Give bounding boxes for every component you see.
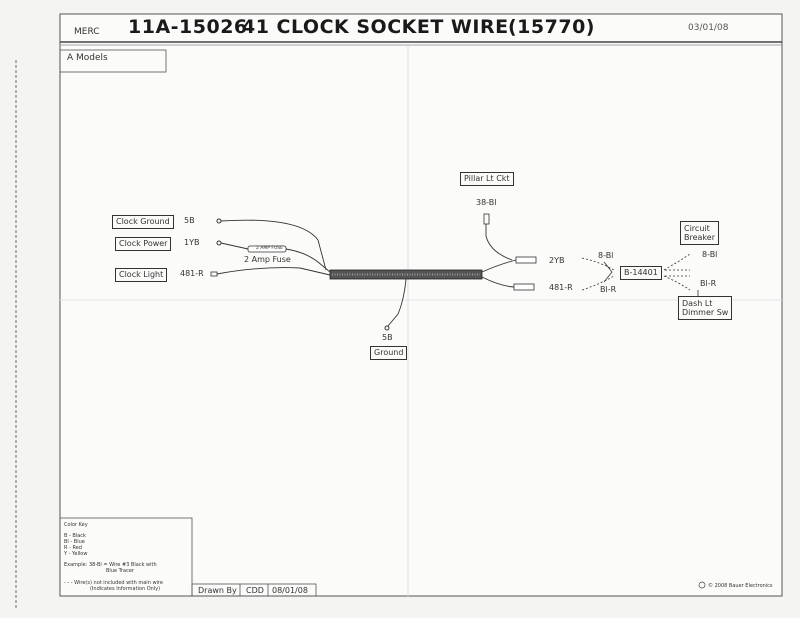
out-top-wire-label: 8-Bl xyxy=(702,250,718,259)
title-block xyxy=(191,583,317,597)
clock-ground-box: Clock Ground xyxy=(112,215,174,229)
header-date: 03/01/08 xyxy=(688,23,729,33)
drawn-by-initials: CDD xyxy=(246,586,264,595)
maker-label: MERC xyxy=(74,27,100,37)
models-label: A Models xyxy=(67,53,108,63)
connector-2yb xyxy=(515,256,537,264)
fuse-label: 2 AMP FUSE xyxy=(256,246,283,251)
pillar-light-box: Pillar Lt Ckt xyxy=(460,172,514,186)
sheet-border xyxy=(59,13,783,597)
clock-power-wire xyxy=(285,248,331,273)
color-key-note: - - - Wire(s) not included with main wir… xyxy=(64,580,163,586)
color-key-entry: Y - Yellow xyxy=(64,551,88,557)
circuit-breaker-box: Circuit Breaker xyxy=(680,221,719,245)
color-key-box xyxy=(59,517,193,597)
clock-light-wire-label: 481-R xyxy=(180,269,204,278)
copyright-mark xyxy=(698,581,706,589)
part-name: 41 CLOCK SOCKET WIRE xyxy=(242,16,509,38)
clock-ground-wire-label: 5B xyxy=(184,216,195,225)
color-key-note-2: (Indicates Information Only) xyxy=(90,586,161,592)
clock-ground-wire xyxy=(220,219,327,271)
ground-wire xyxy=(387,278,407,327)
dash-lt-line1: Dash Lt xyxy=(682,299,713,308)
pillar-wire-label: 38-Bl xyxy=(476,198,497,207)
right-branch-bottom xyxy=(481,276,515,288)
branch-top-wire-label: 8-Bl xyxy=(598,251,614,260)
ground-wire-label: 5B xyxy=(382,333,393,342)
out-bottom-wire-label: Bl-R xyxy=(700,279,717,288)
right-top-wire-label: 2YB xyxy=(549,256,565,265)
color-key-entry: R - Red xyxy=(64,545,82,551)
color-key-entry: Bl - Blue xyxy=(64,539,85,545)
connector-b14401: B-14401 xyxy=(620,266,662,280)
clock-light-wire xyxy=(216,267,331,276)
copyright-text: © 2008 Bauer Electronics xyxy=(708,583,773,589)
drawn-date: 08/01/08 xyxy=(272,586,308,595)
right-bottom-wire-label: 481-R xyxy=(549,283,573,292)
part-code: 11A-15026 xyxy=(128,16,248,38)
part-number: (15770) xyxy=(508,16,595,38)
dash-lt-dimmer-box: Dash Lt Dimmer Sw xyxy=(678,296,733,320)
connector-481r xyxy=(513,283,535,291)
models-box xyxy=(59,49,167,73)
ground-box: Ground xyxy=(370,346,408,360)
dash-lt-line2: Dimmer Sw xyxy=(682,308,729,317)
ground-terminal xyxy=(384,325,390,331)
drawn-by-label: Drawn By xyxy=(198,586,237,595)
splice-chevron xyxy=(603,261,613,283)
branch-bottom-wire-label: Bl-R xyxy=(600,285,617,294)
clock-power-box: Clock Power xyxy=(115,237,172,251)
clock-power-wire-label: 1YB xyxy=(184,238,200,247)
color-key-example: Example: 38-Bl = Wire #3 Black with xyxy=(64,562,157,568)
circuit-breaker-line1: Circuit xyxy=(684,224,710,233)
color-key-example-2: Blue Tracer xyxy=(106,568,134,574)
pillar-connector xyxy=(483,213,490,225)
circuit-breaker-line2: Breaker xyxy=(684,233,715,242)
pillar-wire xyxy=(485,224,513,261)
color-key-title: Color Key xyxy=(64,522,88,528)
right-branch-top xyxy=(481,259,517,273)
color-key-entry: B - Black xyxy=(64,533,86,539)
fuse-caption: 2 Amp Fuse xyxy=(244,255,291,264)
clock-light-box: Clock Light xyxy=(115,268,168,282)
